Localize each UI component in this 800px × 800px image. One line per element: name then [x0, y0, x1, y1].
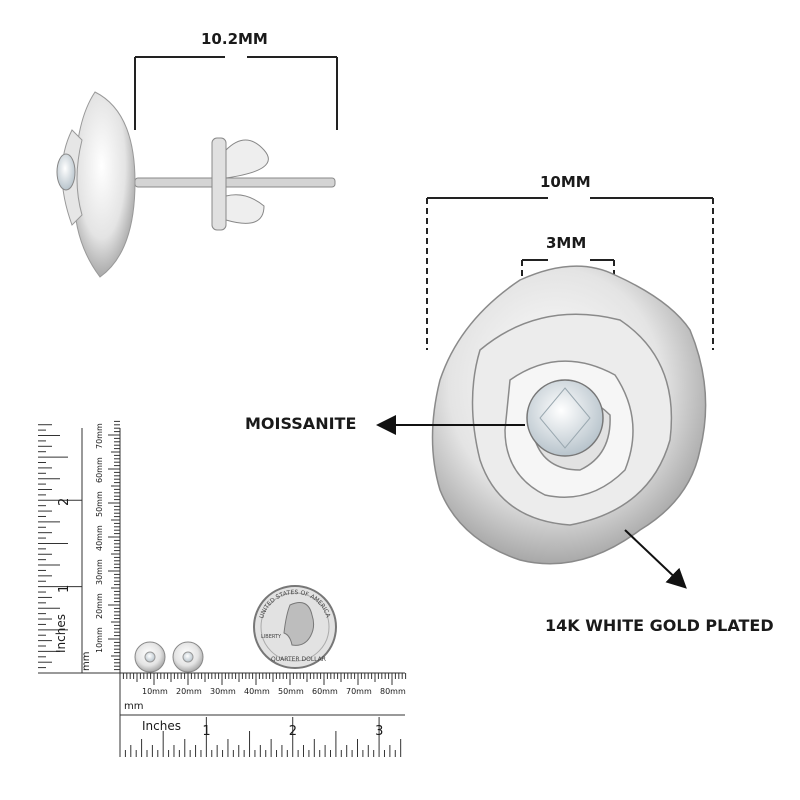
- quarter-coin: [253, 585, 337, 669]
- mm-label: 20mm: [176, 687, 202, 696]
- mm-label: 40mm: [244, 687, 270, 696]
- metal-label: 14K WHITE GOLD PLATED: [545, 616, 774, 635]
- mm-label: 40mm: [95, 525, 104, 551]
- mm-unit-label: mm: [124, 701, 144, 712]
- moissanite-stone: [526, 379, 604, 457]
- mm-label: 30mm: [210, 687, 236, 696]
- coin-bottom-text: QUARTER DOLLAR: [271, 656, 326, 663]
- inch-label: 2: [57, 497, 72, 507]
- inch-label: 3: [375, 724, 384, 739]
- ruler-group: [38, 420, 407, 757]
- inch-unit-label: Inches: [54, 614, 68, 653]
- metal-arrow: [624, 529, 687, 589]
- mm-label: 50mm: [278, 687, 304, 696]
- earring-side-view: [56, 91, 336, 278]
- front-width-label: 10MM: [540, 173, 591, 191]
- mm-label: 20mm: [95, 593, 104, 619]
- mm-label: 70mm: [346, 687, 372, 696]
- moissanite-label: MOISSANITE: [245, 414, 357, 433]
- side-width-label: 10.2MM: [201, 30, 268, 48]
- mm-unit-label: mm: [81, 651, 92, 671]
- mm-label: 80mm: [380, 687, 406, 696]
- scale-earring-right: [172, 641, 204, 673]
- mm-label: 60mm: [95, 457, 104, 483]
- mm-label: 70mm: [95, 423, 104, 449]
- stone-width-label: 3MM: [546, 234, 587, 252]
- side-width-dimension-line: [134, 56, 338, 130]
- inch-label: 1: [57, 584, 72, 593]
- inch-label: 2: [288, 724, 297, 739]
- mm-label: 10mm: [95, 627, 104, 653]
- mm-label: 30mm: [95, 559, 104, 585]
- inch-unit-label: Inches: [142, 719, 181, 733]
- mm-label: 50mm: [95, 491, 104, 517]
- coin-liberty-text: LIBERTY: [261, 634, 282, 640]
- inch-label: 1: [202, 724, 211, 739]
- mm-label: 60mm: [312, 687, 338, 696]
- mm-label: 10mm: [142, 687, 168, 696]
- front-width-dimension-line: [426, 197, 714, 350]
- scale-earring-left: [134, 641, 166, 673]
